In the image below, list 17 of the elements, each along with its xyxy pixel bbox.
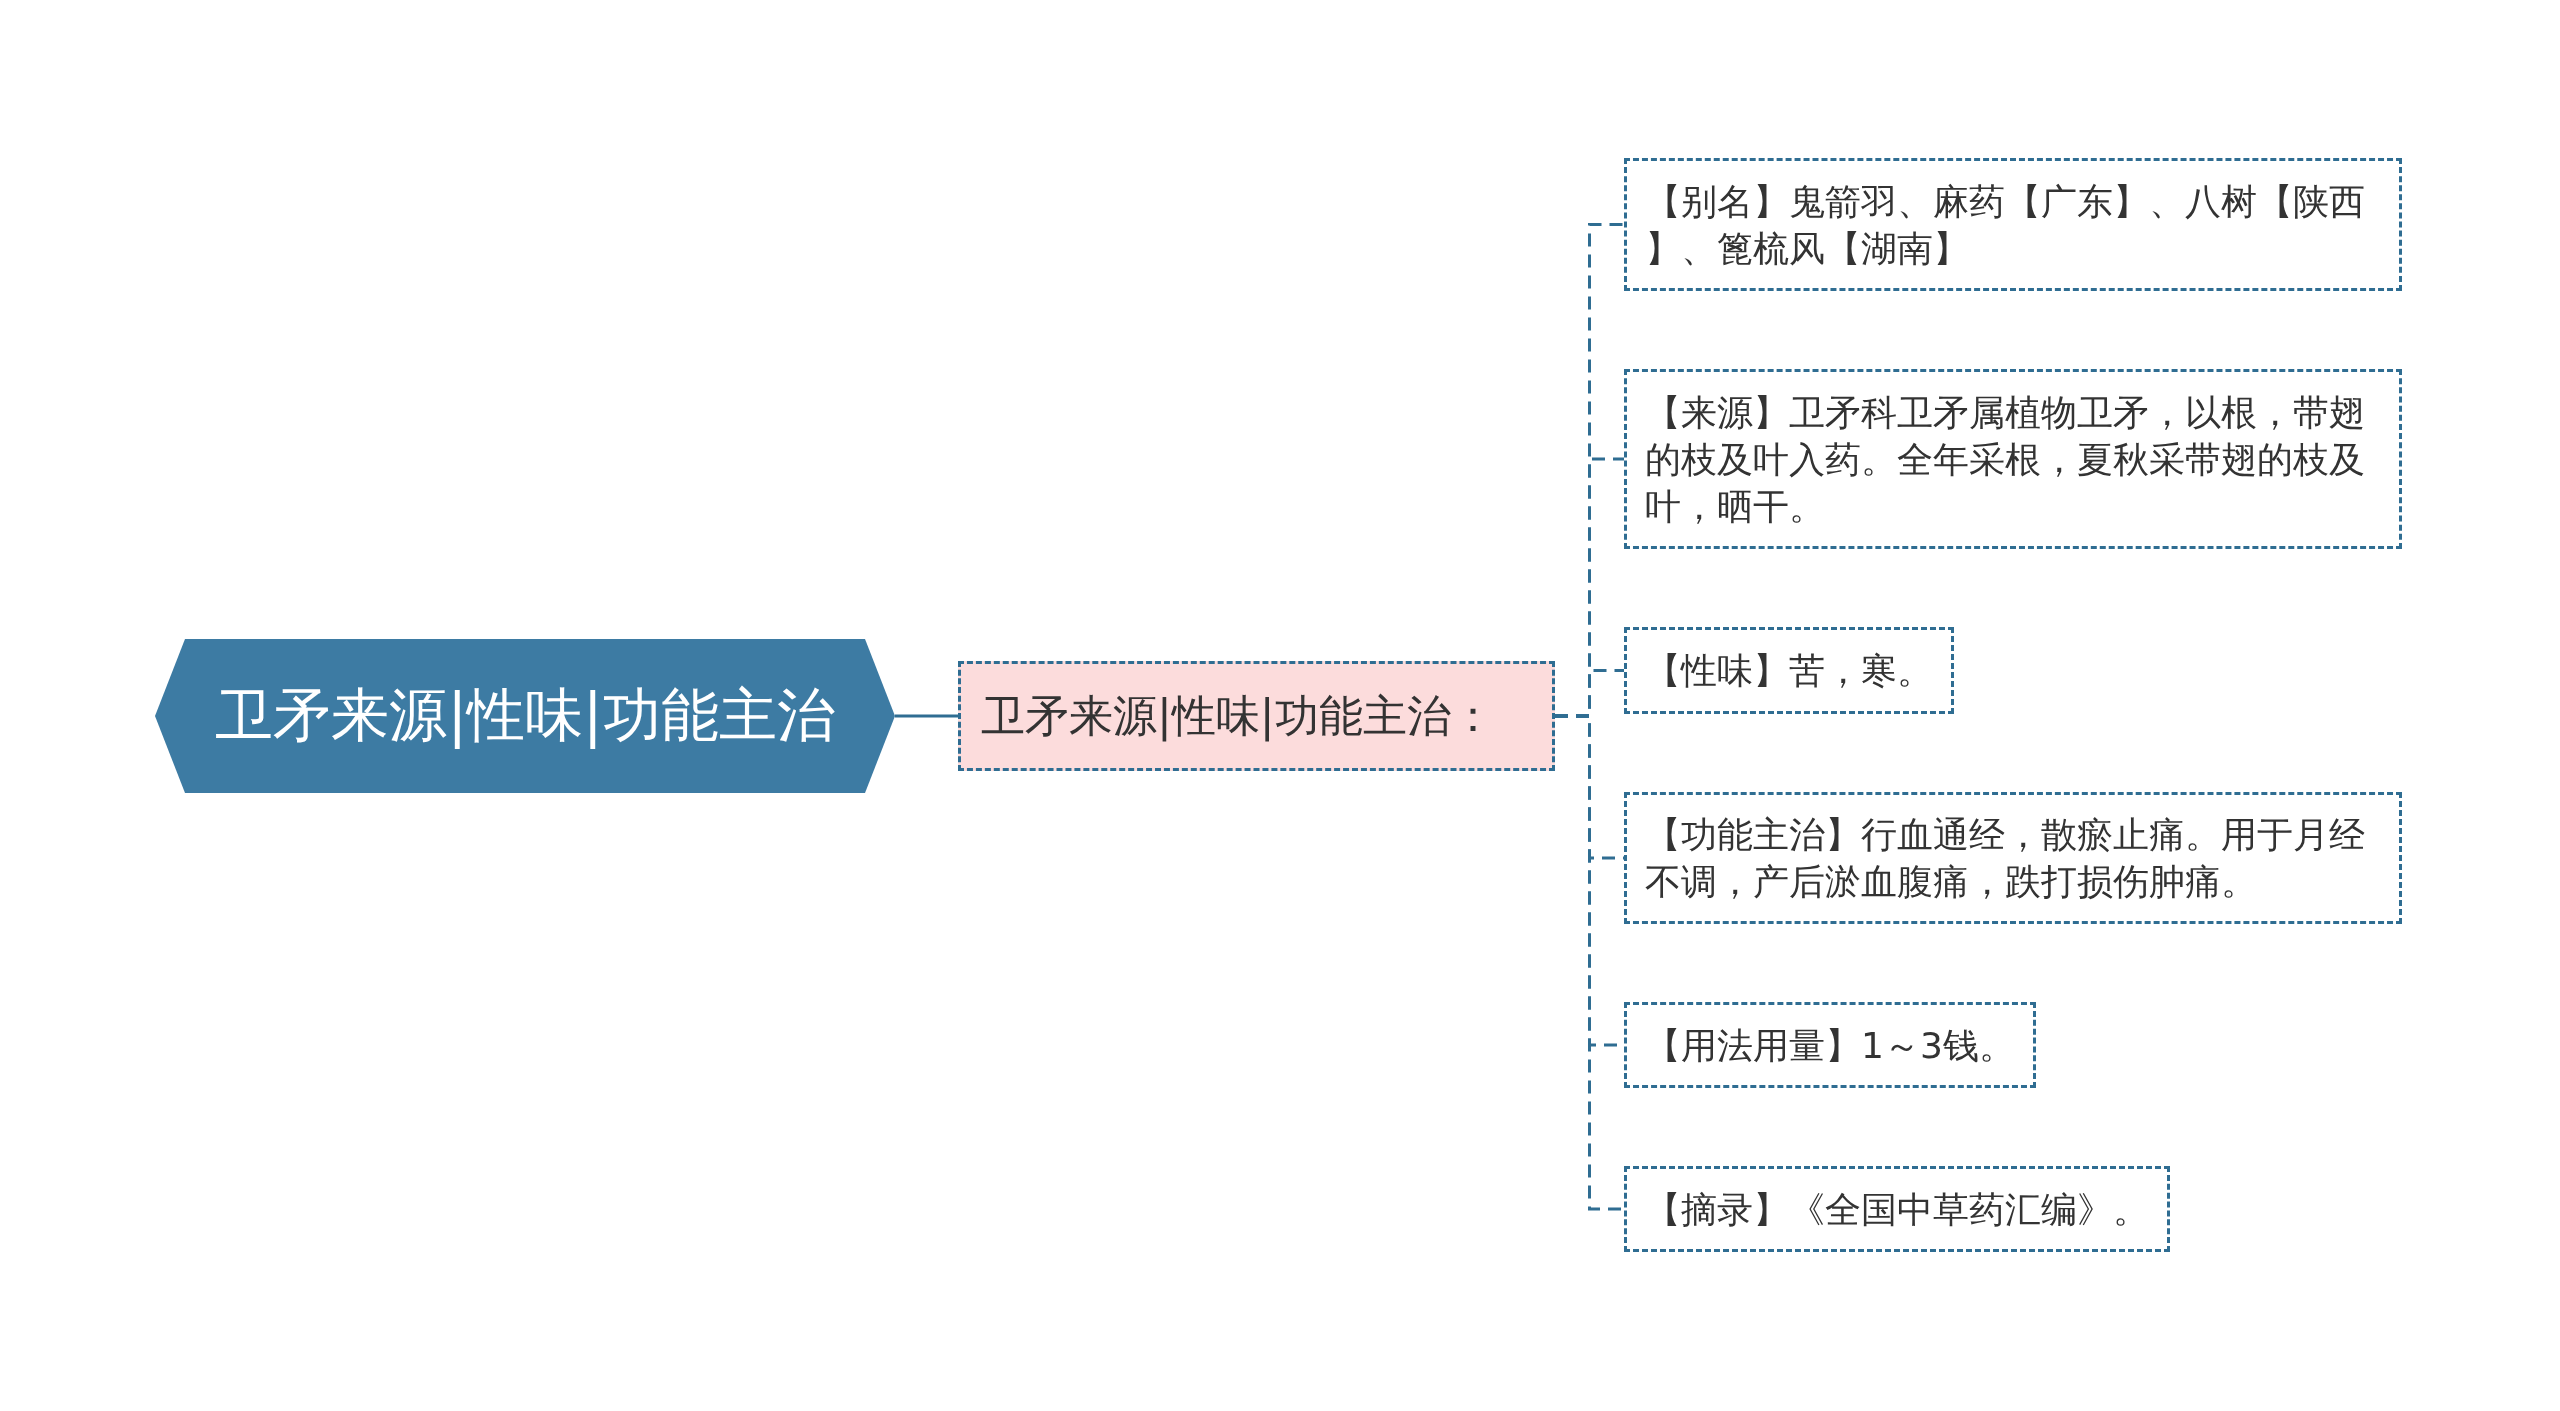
detail-box	[1624, 1166, 2170, 1252]
detail-box	[1624, 1002, 2036, 1088]
detail-text: 【功能主治】行血通经，散瘀止痛。用于月经不调，产后淤血腹痛，跌打损伤肿痛。	[1645, 813, 2366, 904]
detail-box	[1624, 369, 2402, 549]
central-topic-hexagon	[155, 639, 895, 793]
subtopic-label: 卫矛来源|性味|功能主治：	[981, 689, 1496, 743]
detail-text: 【用法用量】1～3钱。	[1645, 1023, 2015, 1068]
detail-box	[1624, 792, 2402, 924]
detail-text: 【来源】卫矛科卫矛属植物卫矛，以根，带翅的枝及叶入药。全年采根，夏秋采带翅的枝及叶，晒干。	[1645, 390, 2366, 529]
detail-text: 【别名】鬼箭羽、麻药【广东】、八树【陕西】、篦梳风【湖南】	[1645, 179, 2366, 271]
subtopic-box	[958, 661, 1555, 771]
detail-box	[1624, 627, 1954, 714]
central-topic-title: 卫矛来源|性味|功能主治	[215, 681, 835, 751]
detail-text: 【摘录】《全国中草药汇编》。	[1645, 1187, 2149, 1232]
detail-box	[1624, 158, 2402, 291]
detail-text: 【性味】苦，寒。	[1645, 649, 1933, 693]
connector-line	[895, 714, 958, 718]
